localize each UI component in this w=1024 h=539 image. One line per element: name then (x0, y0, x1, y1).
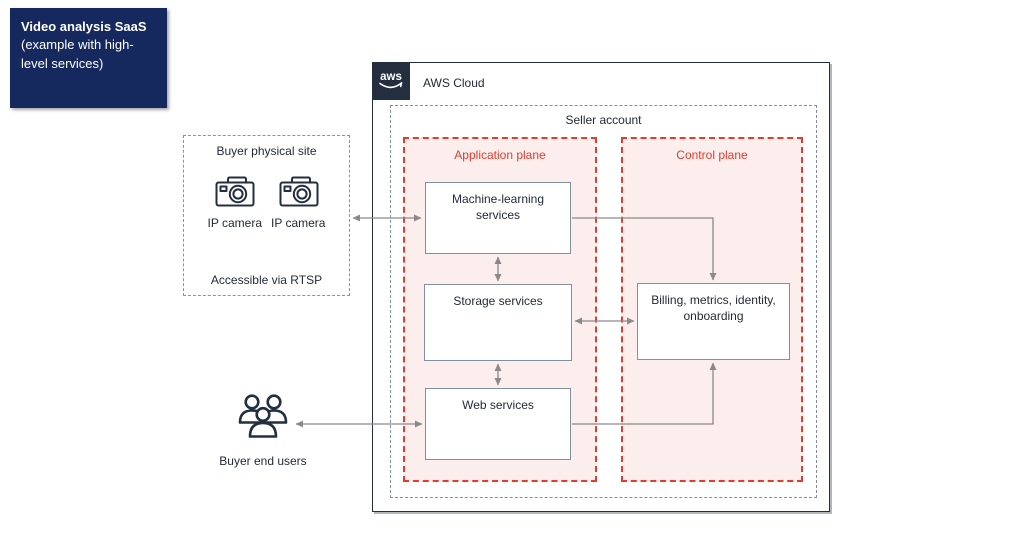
machine-learning-services-label: Machine-learning services (451, 192, 545, 222)
seller-account-label: Seller account (565, 113, 642, 127)
web-services-label: Web services (462, 398, 534, 412)
aws-smile-tip (399, 81, 402, 87)
application-plane-label: Application plane (454, 148, 546, 162)
buyer-end-users-label: Buyer end users (219, 454, 307, 468)
web-services-box: Web services (425, 388, 571, 460)
title-card-bold-text: Video analysis SaaS (21, 19, 147, 34)
ip-camera-label: IP camera (207, 216, 262, 230)
camera-icons-row (184, 174, 349, 207)
control-plane-label: Control plane (676, 148, 748, 162)
aws-logo: aws (371, 61, 410, 100)
storage-services-box: Storage services (424, 284, 572, 361)
camera-icon (279, 176, 318, 207)
buyer-physical-site-group: Buyer physical site (183, 135, 350, 296)
billing-box: Billing, metrics, identity, onboarding (637, 283, 790, 360)
buyer-physical-site-label: Buyer physical site (216, 144, 317, 158)
title-card: Video analysis SaaS (example with high-l… (10, 8, 167, 108)
users-icon (238, 394, 288, 438)
camera-icon (215, 176, 254, 207)
ip-camera-label: IP camera (271, 216, 326, 230)
aws-logo-text: aws (380, 71, 402, 83)
storage-services-label: Storage services (453, 294, 543, 308)
billing-box-label: Billing, metrics, identity, onboarding (651, 293, 776, 323)
machine-learning-services-box: Machine-learning services (425, 182, 571, 254)
camera-labels-row: IP camera IP camera (184, 216, 349, 230)
seller-account-group: Seller account (390, 105, 817, 498)
aws-smile-swoosh (378, 81, 402, 88)
title-card-rest-text: (example with high-level services) (21, 37, 134, 71)
aws-cloud-label: AWS Cloud (423, 76, 485, 90)
rtsp-footnote: Accessible via RTSP (210, 273, 323, 287)
